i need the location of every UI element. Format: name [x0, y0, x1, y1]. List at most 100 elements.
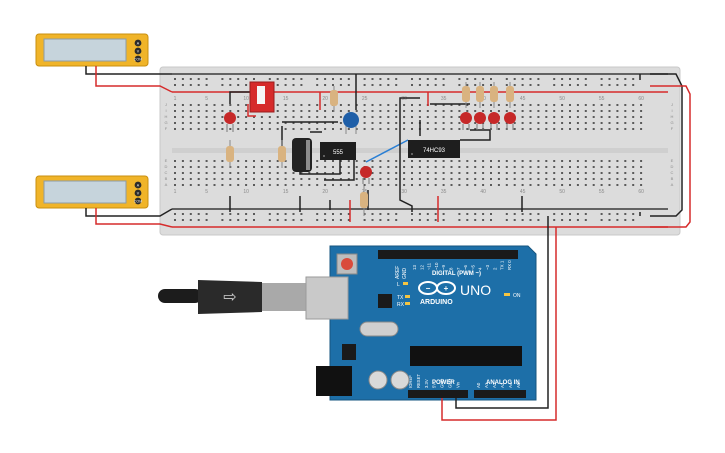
- wire-meter-bottom-v[interactable]: [95, 208, 173, 228]
- breadboard-hole[interactable]: [561, 172, 564, 174]
- breadboard-hole[interactable]: [624, 122, 627, 124]
- breadboard-hole[interactable]: [174, 160, 176, 162]
- breadboard-hole[interactable]: [292, 122, 295, 124]
- breadboard-hole[interactable]: [513, 110, 516, 112]
- breadboard-hole[interactable]: [300, 184, 303, 186]
- breadboard-hole[interactable]: [529, 110, 532, 112]
- rail-hole[interactable]: [237, 219, 240, 221]
- breadboard-hole[interactable]: [300, 104, 303, 106]
- breadboard-hole[interactable]: [450, 128, 453, 130]
- power-header[interactable]: [408, 390, 468, 398]
- rail-hole[interactable]: [608, 84, 611, 86]
- breadboard-hole[interactable]: [181, 116, 184, 118]
- breadboard-hole[interactable]: [569, 104, 571, 106]
- breadboard-hole[interactable]: [474, 110, 477, 112]
- rail-hole[interactable]: [584, 213, 587, 215]
- rail-hole[interactable]: [529, 78, 532, 80]
- breadboard-hole[interactable]: [569, 178, 571, 180]
- breadboard-hole[interactable]: [482, 104, 485, 106]
- breadboard-hole[interactable]: [434, 128, 437, 130]
- rail-hole[interactable]: [347, 84, 350, 86]
- rail-hole[interactable]: [237, 78, 240, 80]
- breadboard-hole[interactable]: [347, 110, 350, 112]
- breadboard-hole[interactable]: [616, 116, 619, 118]
- breadboard-hole[interactable]: [387, 160, 390, 162]
- rail-hole[interactable]: [387, 213, 390, 215]
- rail-hole[interactable]: [347, 219, 350, 221]
- rail-hole[interactable]: [292, 219, 295, 221]
- breadboard-hole[interactable]: [608, 172, 611, 174]
- breadboard-hole[interactable]: [616, 178, 619, 180]
- breadboard-hole[interactable]: [181, 122, 184, 124]
- wire-right-negative[interactable]: [650, 73, 683, 217]
- breadboard-hole[interactable]: [308, 178, 311, 180]
- rail-hole[interactable]: [276, 213, 279, 215]
- rail-hole[interactable]: [537, 84, 540, 86]
- breadboard-hole[interactable]: [324, 116, 327, 118]
- rail-hole[interactable]: [316, 84, 319, 86]
- breadboard-hole[interactable]: [482, 110, 485, 112]
- rail-hole[interactable]: [466, 219, 469, 221]
- breadboard-hole[interactable]: [237, 128, 240, 130]
- wire-switch-led[interactable]: [247, 104, 256, 117]
- rail-hole[interactable]: [276, 78, 279, 80]
- breadboard-hole[interactable]: [181, 166, 184, 168]
- breadboard-hole[interactable]: [450, 116, 453, 118]
- counter-74hc93-chip[interactable]: 74HC93: [408, 140, 460, 158]
- breadboard-hole[interactable]: [324, 172, 327, 174]
- breadboard-hole[interactable]: [450, 184, 453, 186]
- breadboard-hole[interactable]: [221, 128, 224, 130]
- resistor-body[interactable]: [490, 86, 498, 102]
- rail-hole[interactable]: [316, 219, 319, 221]
- rail-hole[interactable]: [513, 84, 516, 86]
- breadboard-hole[interactable]: [616, 128, 619, 130]
- breadboard-hole[interactable]: [632, 128, 635, 130]
- breadboard-hole[interactable]: [497, 178, 500, 180]
- breadboard-hole[interactable]: [450, 172, 453, 174]
- breadboard-hole[interactable]: [537, 110, 540, 112]
- breadboard-hole[interactable]: [403, 116, 406, 118]
- rail-hole[interactable]: [434, 213, 437, 215]
- rail-hole[interactable]: [268, 78, 271, 80]
- breadboard-hole[interactable]: [608, 128, 611, 130]
- breadboard-hole[interactable]: [324, 128, 327, 130]
- breadboard-hole[interactable]: [450, 110, 453, 112]
- breadboard-hole[interactable]: [181, 104, 184, 106]
- breadboard-hole[interactable]: [253, 172, 255, 174]
- rail-hole[interactable]: [466, 84, 469, 86]
- rail-hole[interactable]: [418, 213, 421, 215]
- breadboard-hole[interactable]: [513, 166, 516, 168]
- breadboard-hole[interactable]: [418, 160, 421, 162]
- breadboard-hole[interactable]: [268, 184, 271, 186]
- breadboard-hole[interactable]: [253, 184, 255, 186]
- breadboard-hole[interactable]: [292, 184, 295, 186]
- breadboard-hole[interactable]: [458, 178, 461, 180]
- breadboard-hole[interactable]: [513, 184, 516, 186]
- breadboard-hole[interactable]: [576, 110, 579, 112]
- rail-hole[interactable]: [513, 213, 516, 215]
- breadboard-hole[interactable]: [411, 184, 413, 186]
- multimeter-terminal[interactable]: [134, 189, 142, 197]
- breadboard-hole[interactable]: [292, 172, 295, 174]
- breadboard-hole[interactable]: [482, 184, 485, 186]
- breadboard-hole[interactable]: [450, 160, 453, 162]
- breadboard-hole[interactable]: [387, 128, 390, 130]
- breadboard-hole[interactable]: [482, 166, 485, 168]
- breadboard-hole[interactable]: [616, 104, 619, 106]
- rail-hole[interactable]: [316, 78, 319, 80]
- breadboard-hole[interactable]: [624, 110, 627, 112]
- breadboard-hole[interactable]: [466, 160, 469, 162]
- rail-hole[interactable]: [561, 84, 564, 86]
- rail-hole[interactable]: [600, 84, 603, 86]
- breadboard-hole[interactable]: [339, 184, 342, 186]
- breadboard-hole[interactable]: [363, 110, 366, 112]
- rail-hole[interactable]: [237, 84, 240, 86]
- breadboard-hole[interactable]: [316, 172, 319, 174]
- breadboard-hole[interactable]: [237, 122, 240, 124]
- rail-hole[interactable]: [181, 84, 184, 86]
- breadboard-hole[interactable]: [355, 110, 358, 112]
- breadboard-hole[interactable]: [616, 122, 619, 124]
- breadboard-hole[interactable]: [592, 110, 595, 112]
- breadboard-hole[interactable]: [284, 166, 287, 168]
- rail-hole[interactable]: [505, 84, 508, 86]
